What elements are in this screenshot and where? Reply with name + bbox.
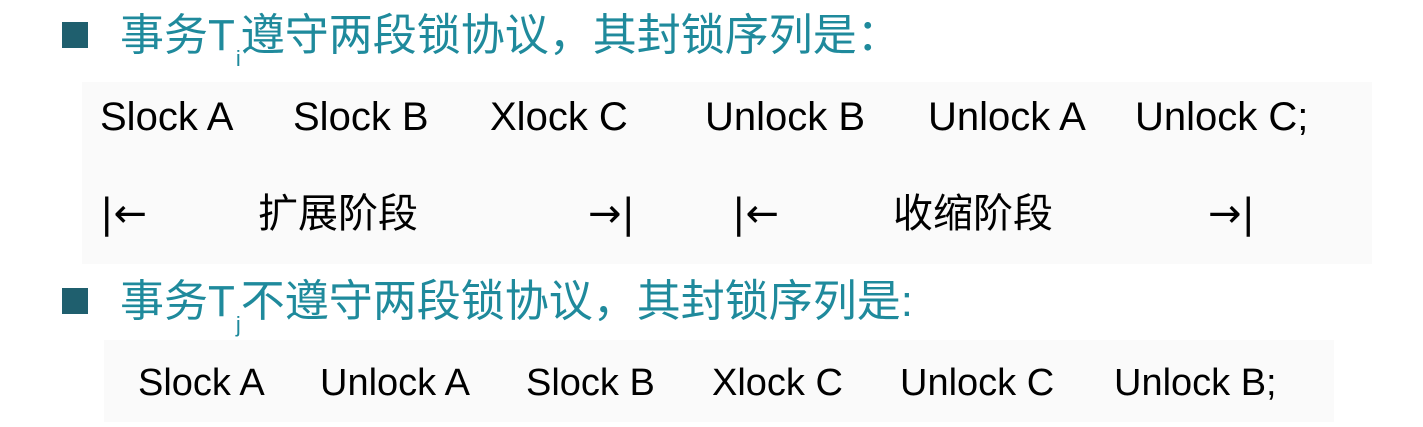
section1-heading: 事务Ti遵守两段锁协议，其封锁序列是： [120, 11, 901, 70]
square-bullet-icon [62, 288, 88, 314]
heading-prefix: 事务T [120, 11, 235, 60]
lock-op: Unlock C; [1135, 95, 1309, 139]
heading-subscript: i [235, 46, 241, 71]
lock-op: Unlock C [900, 362, 1055, 404]
expand-end-arrow: →| [588, 191, 635, 237]
square-bullet-icon [62, 22, 88, 48]
expand-phase-label: 扩展阶段 [258, 192, 418, 236]
heading-prefix: 事务T [120, 277, 235, 326]
section2-heading: 事务Tj不遵守两段锁协议，其封锁序列是: [120, 277, 914, 336]
lock-op: Unlock A [928, 95, 1086, 139]
lock-op: Slock B [526, 362, 655, 404]
lock-op: Slock A [100, 95, 234, 139]
expand-start-arrow: |← [100, 191, 147, 237]
lock-op: Slock B [293, 95, 429, 139]
heading-suffix: 不遵守两段锁协议，其封锁序列是: [240, 277, 914, 326]
sequence-panel-2 [104, 340, 1334, 422]
shrink-end-arrow: →| [1208, 191, 1255, 237]
lock-op: Xlock C [712, 362, 843, 404]
heading-subscript: j [235, 312, 241, 337]
shrink-phase-label: 收缩阶段 [893, 192, 1053, 236]
lock-op: Xlock C [490, 95, 628, 139]
lock-op: Slock A [138, 362, 265, 404]
lock-op: Unlock B; [1114, 362, 1277, 404]
lock-op: Unlock A [320, 362, 470, 404]
heading-suffix: 遵守两段锁协议，其封锁序列是： [240, 11, 901, 60]
shrink-start-arrow: |← [732, 191, 779, 237]
lock-op: Unlock B [705, 95, 866, 139]
sequence-panel-1 [82, 82, 1372, 264]
